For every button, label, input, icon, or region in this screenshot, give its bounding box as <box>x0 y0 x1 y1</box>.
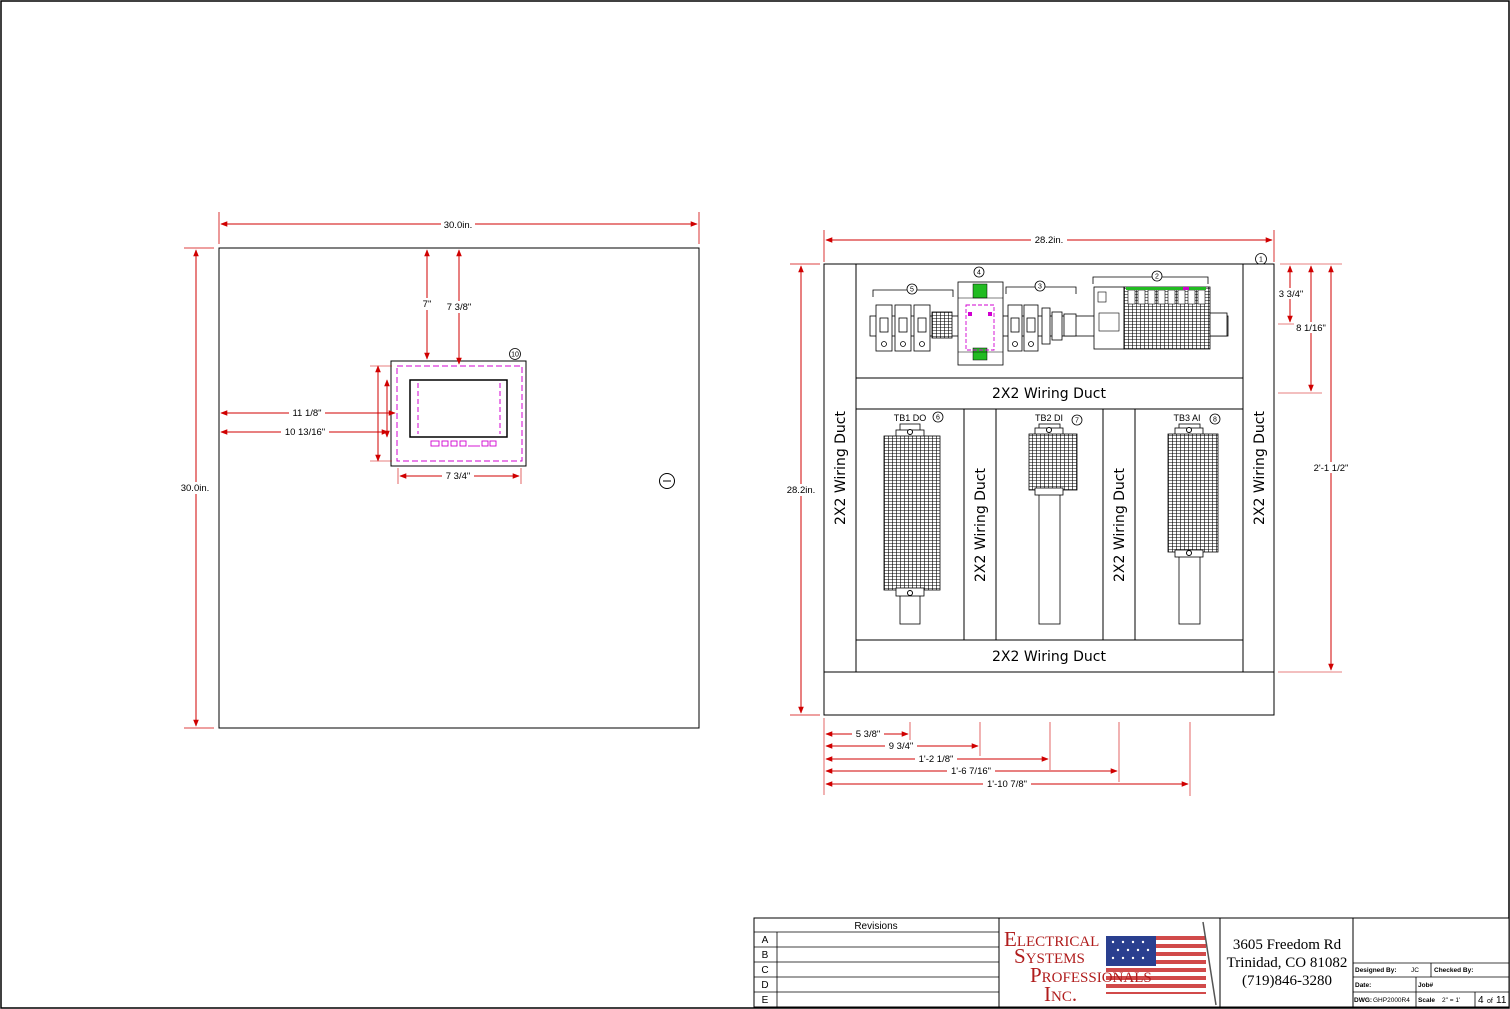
svg-text:6: 6 <box>936 415 940 422</box>
designed-by-label: Designed By: <box>1355 967 1397 974</box>
svg-text:2: 2 <box>1155 274 1159 281</box>
title-block: Revisions A B C D E Electrical Systems <box>753 917 1510 1008</box>
wiring-duct-vertical-1 <box>963 408 997 641</box>
svg-text:4: 4 <box>977 270 981 277</box>
sheet-total: 11 <box>1496 995 1507 1006</box>
svg-text:7 3/4": 7 3/4" <box>446 471 471 482</box>
svg-text:2X2 Wiring Duct: 2X2 Wiring Duct <box>1112 468 1128 582</box>
svg-text:TB3 AI: TB3 AI <box>1173 413 1200 423</box>
job-label: Job# <box>1418 982 1434 989</box>
wiring-duct-top <box>855 377 1244 410</box>
revision-row-b: B <box>762 950 769 961</box>
svg-text:7 3/8": 7 3/8" <box>447 302 472 313</box>
hmi-screen: 10 <box>390 348 527 467</box>
checked-by-label: Checked By: <box>1434 967 1473 974</box>
svg-text:3 3/4": 3 3/4" <box>1279 289 1304 300</box>
svg-text:Systems: Systems <box>1014 944 1085 968</box>
terminal-block-tb1: TB1 DO 6 <box>883 411 944 625</box>
date-label: Date: <box>1355 982 1371 989</box>
svg-text:7": 7" <box>423 299 432 310</box>
sheet-of: of <box>1487 998 1493 1005</box>
revision-row-d: D <box>761 980 768 991</box>
breaker-group-3: 3 <box>1005 280 1077 352</box>
dwg-label: DWG: <box>1354 997 1372 1004</box>
power-supply-4: 4 <box>957 266 1004 366</box>
wiring-duct-right <box>1242 263 1275 673</box>
designed-by-value: JC <box>1411 967 1419 974</box>
svg-text:2'-1 1/2": 2'-1 1/2" <box>1314 463 1349 474</box>
terminal-block-tb2: TB2 DI 7 <box>1028 413 1083 625</box>
scale-value: 2" = 1' <box>1442 997 1460 1004</box>
terminal-block-tb3: TB3 AI 8 <box>1167 413 1221 625</box>
svg-text:8: 8 <box>1213 417 1217 424</box>
svg-text:10: 10 <box>511 352 519 359</box>
company-logo: Electrical Systems Professionals Inc. <box>1004 921 1217 1006</box>
svg-text:1: 1 <box>1259 257 1263 264</box>
svg-text:5: 5 <box>910 287 914 294</box>
front-view: 30.0in. 30.0in. 10 7" <box>178 212 700 729</box>
svg-text:8 1/16": 8 1/16" <box>1296 323 1326 334</box>
svg-text:Electrical: Electrical <box>1004 927 1099 951</box>
svg-text:10 13/16": 10 13/16" <box>285 427 325 438</box>
wiring-duct-vertical-2 <box>1102 408 1136 641</box>
svg-text:1'-10 7/8": 1'-10 7/8" <box>987 779 1027 790</box>
front-width-label: 30.0in. <box>444 220 473 231</box>
svg-text:9 3/4": 9 3/4" <box>889 741 914 752</box>
breaker-group-5: 5 <box>872 283 954 352</box>
svg-text:7: 7 <box>1075 418 1079 425</box>
svg-text:28.2in.: 28.2in. <box>1035 235 1064 246</box>
front-height-label: 30.0in. <box>181 483 210 494</box>
svg-text:2X2 Wiring Duct: 2X2 Wiring Duct <box>973 468 989 582</box>
svg-text:1'-2 1/8": 1'-2 1/8" <box>919 754 954 765</box>
svg-text:Inc.: Inc. <box>1044 982 1077 1006</box>
revision-row-e: E <box>762 995 769 1006</box>
revisions-title: Revisions <box>854 921 897 932</box>
svg-text:TB1 DO: TB1 DO <box>894 413 927 423</box>
phone-number: (719)846-3280 <box>1242 973 1332 989</box>
revision-row-c: C <box>761 965 768 976</box>
scale-label: Scale <box>1418 997 1435 1004</box>
svg-text:5 3/8": 5 3/8" <box>856 729 881 740</box>
enclosure-door <box>218 247 700 729</box>
svg-text:Professionals: Professionals <box>1030 963 1152 987</box>
plc-2: 2 <box>1092 270 1228 350</box>
wiring-duct-bottom <box>855 639 1244 673</box>
address-line-1: 3605 Freedom Rd <box>1233 937 1342 953</box>
wiring-duct-left <box>823 263 857 673</box>
svg-text:TB2 DI: TB2 DI <box>1035 413 1063 423</box>
address-line-2: Trinidad, CO 81082 <box>1227 955 1348 971</box>
sheet-number: 4 <box>1478 995 1484 1006</box>
dwg-value: GHP2000R4 <box>1373 997 1410 1004</box>
revision-row-a: A <box>762 935 769 946</box>
svg-text:2X2 Wiring Duct: 2X2 Wiring Duct <box>1252 411 1268 525</box>
back-panel-view: 28.2in. 28.2in. 1 2X2 Wiring Duct 2X2 Wi… <box>784 230 1351 796</box>
svg-text:2X2 Wiring Duct: 2X2 Wiring Duct <box>992 386 1106 402</box>
svg-text:2X2 Wiring Duct: 2X2 Wiring Duct <box>992 649 1106 665</box>
hmi-balloon <box>509 348 521 360</box>
svg-text:28.2in.: 28.2in. <box>787 485 816 496</box>
svg-text:11 1/8": 11 1/8" <box>292 408 321 419</box>
svg-text:3: 3 <box>1038 284 1042 291</box>
svg-text:2X2 Wiring Duct: 2X2 Wiring Duct <box>833 411 849 525</box>
svg-text:1'-6 7/16": 1'-6 7/16" <box>951 766 991 777</box>
